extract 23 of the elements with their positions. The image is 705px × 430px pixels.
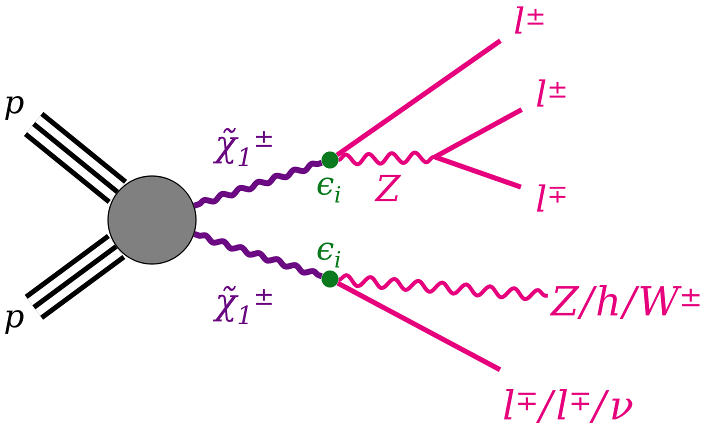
coupling-label: ϵ$_{i}$ — [318, 178, 340, 202]
particle-label: l$^{∓}$/l$^{∓}$/ν — [504, 388, 632, 424]
particle-label: χ̃$_{1}$± — [212, 286, 272, 324]
particle-label: p — [5, 310, 24, 334]
particle-label: p — [5, 96, 24, 120]
particle-label: l$^{±}$ — [536, 79, 566, 107]
vertex-dot — [322, 270, 338, 288]
straight-line — [336, 280, 502, 372]
straight-line — [336, 38, 502, 158]
wavy-line — [338, 273, 548, 302]
branching-line — [338, 107, 523, 190]
particle-label: χ̃$_{1}$± — [212, 128, 272, 166]
triple-line — [24, 112, 128, 204]
interaction-blob — [107, 175, 197, 265]
coupling-label: ϵ$_{i}$ — [318, 242, 340, 268]
vertex-dot — [322, 152, 338, 168]
particle-label: l$^{∓}$ — [536, 184, 566, 212]
particle-label: Z — [374, 174, 401, 202]
wavy-line — [193, 231, 323, 280]
particle-label: Z/h/W$^{±}$ — [550, 284, 700, 320]
triple-line — [24, 234, 126, 320]
wavy-line — [193, 160, 323, 209]
particle-label: l$^{±}$ — [514, 6, 544, 34]
